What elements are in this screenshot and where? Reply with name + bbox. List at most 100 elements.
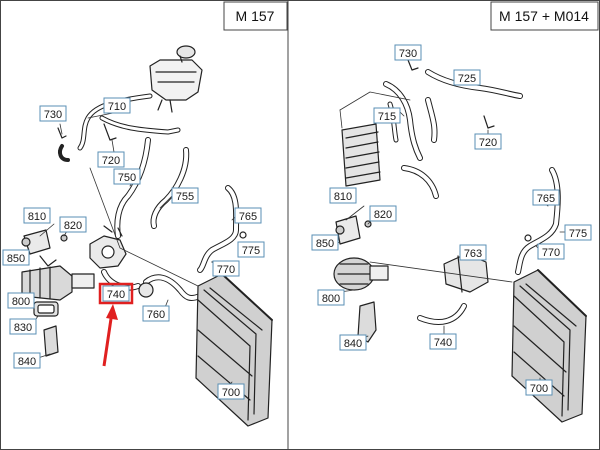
callout-r-775[interactable]: 775 xyxy=(564,224,592,241)
svg-text:770: 770 xyxy=(217,264,235,276)
radiator-right xyxy=(511,269,587,423)
callout-850[interactable]: 850 xyxy=(2,249,30,266)
highlight-arrowhead-icon xyxy=(106,304,118,320)
svg-text:850: 850 xyxy=(7,253,25,265)
callout-765[interactable]: 765 xyxy=(234,207,262,224)
svg-text:840: 840 xyxy=(344,338,362,350)
svg-text:820: 820 xyxy=(64,220,82,232)
panel-title-right-text: M 157 + M014 xyxy=(499,8,589,24)
callout-820[interactable]: 820 xyxy=(59,216,87,233)
callout-r-720[interactable]: 720 xyxy=(474,133,502,150)
callout-r-765[interactable]: 765 xyxy=(532,189,560,206)
svg-text:730: 730 xyxy=(44,109,62,121)
aux-water-pump-right xyxy=(333,257,389,291)
callout-840[interactable]: 840 xyxy=(13,352,41,369)
svg-text:800: 800 xyxy=(12,296,30,308)
svg-text:715: 715 xyxy=(378,111,396,123)
expansion-tank xyxy=(149,45,203,113)
right-panel-artwork xyxy=(333,57,587,423)
callout-r-800[interactable]: 800 xyxy=(317,289,345,306)
callout-730[interactable]: 730 xyxy=(39,105,67,122)
clamp-730-r xyxy=(407,59,419,71)
callout-740[interactable]: 740 xyxy=(102,285,130,302)
callout-r-810[interactable]: 810 xyxy=(329,187,357,204)
callout-r-763[interactable]: 763 xyxy=(459,244,487,261)
svg-text:720: 720 xyxy=(102,155,120,167)
callout-r-730[interactable]: 730 xyxy=(394,44,422,61)
callout-800[interactable]: 800 xyxy=(7,292,35,309)
callout-r-715[interactable]: 715 xyxy=(373,107,401,124)
svg-text:725: 725 xyxy=(458,73,476,85)
clamp-720 xyxy=(103,123,117,141)
callouts-left: 710 730 720 750 755 765 775 770 810 820 … xyxy=(2,97,265,400)
svg-text:840: 840 xyxy=(18,356,36,368)
clamp-720-r xyxy=(483,115,495,129)
callout-700[interactable]: 700 xyxy=(217,383,245,400)
thermostat-housing xyxy=(89,225,127,269)
svg-text:720: 720 xyxy=(479,137,497,149)
bracket-810 xyxy=(21,229,68,255)
svg-text:770: 770 xyxy=(542,247,560,259)
left-panel-artwork xyxy=(19,45,273,427)
callouts-right: 730 725 715 720 810 820 850 765 775 770 … xyxy=(311,44,592,396)
callout-r-725[interactable]: 725 xyxy=(453,69,481,86)
aux-water-pump xyxy=(21,255,95,301)
panel-title-left-text: M 157 xyxy=(236,8,275,24)
hose-small-left xyxy=(58,144,70,162)
bracket-810-right xyxy=(335,215,372,245)
svg-text:700: 700 xyxy=(222,387,240,399)
callout-r-770[interactable]: 770 xyxy=(537,243,565,260)
part-763 xyxy=(443,253,489,293)
hose-765 xyxy=(197,185,247,273)
callout-r-850[interactable]: 850 xyxy=(311,234,339,251)
svg-text:710: 710 xyxy=(108,101,126,113)
callout-830[interactable]: 830 xyxy=(9,318,37,335)
svg-text:730: 730 xyxy=(399,48,417,60)
highlight-arrow-icon xyxy=(102,311,114,367)
callout-r-820[interactable]: 820 xyxy=(369,205,397,222)
svg-text:750: 750 xyxy=(118,172,136,184)
panel-title-right: M 157 + M014 xyxy=(490,1,599,31)
callout-r-700[interactable]: 700 xyxy=(525,379,553,396)
callout-760[interactable]: 760 xyxy=(142,305,170,322)
callout-710[interactable]: 710 xyxy=(103,97,131,114)
svg-text:700: 700 xyxy=(530,383,548,395)
seal-830 xyxy=(33,301,59,317)
svg-text:740: 740 xyxy=(434,337,452,349)
callout-r-840[interactable]: 840 xyxy=(339,334,367,351)
highlight-box xyxy=(98,282,134,305)
svg-text:755: 755 xyxy=(176,191,194,203)
svg-text:800: 800 xyxy=(322,293,340,305)
svg-text:740: 740 xyxy=(107,289,125,301)
callout-810[interactable]: 810 xyxy=(23,207,51,224)
svg-text:760: 760 xyxy=(147,309,165,321)
callout-770[interactable]: 770 xyxy=(212,260,240,277)
svg-text:765: 765 xyxy=(239,211,257,223)
svg-text:810: 810 xyxy=(28,211,46,223)
svg-text:850: 850 xyxy=(316,238,334,250)
svg-text:775: 775 xyxy=(242,245,260,257)
callout-720[interactable]: 720 xyxy=(97,151,125,168)
hose-right-lower xyxy=(401,165,439,199)
hose-725 xyxy=(425,69,523,143)
callout-755[interactable]: 755 xyxy=(171,187,199,204)
hose-755 xyxy=(150,147,190,229)
svg-text:775: 775 xyxy=(569,228,587,240)
clamp-730 xyxy=(57,127,67,139)
hose-750 xyxy=(114,137,151,239)
svg-text:763: 763 xyxy=(464,248,482,260)
heater-core xyxy=(341,123,381,187)
callout-r-740[interactable]: 740 xyxy=(429,333,457,350)
callout-750[interactable]: 750 xyxy=(113,168,141,185)
svg-text:830: 830 xyxy=(14,322,32,334)
bracket-840-right xyxy=(357,301,377,343)
svg-text:820: 820 xyxy=(374,209,392,221)
bracket-840 xyxy=(43,325,59,357)
panel-title-left: M 157 xyxy=(223,1,288,31)
highlight-740 xyxy=(98,282,134,367)
callout-775[interactable]: 775 xyxy=(237,241,265,258)
svg-text:765: 765 xyxy=(537,193,555,205)
